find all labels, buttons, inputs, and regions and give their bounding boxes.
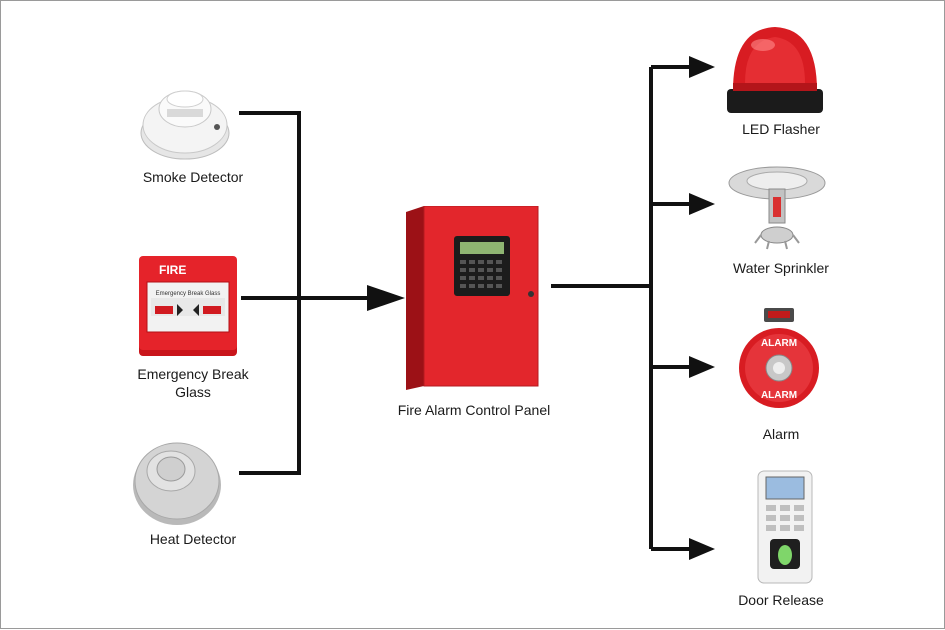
- heat-detector-label: Heat Detector: [149, 531, 237, 547]
- smoke-detector-icon: [140, 90, 230, 160]
- arrow-door-release: [689, 538, 715, 560]
- water-sprinkler-icon: [728, 166, 826, 250]
- fire-alarm-control-panel-icon: [406, 206, 539, 390]
- arrow-to-panel: [367, 285, 405, 311]
- water-sprinkler-label: Water Sprinkler: [733, 260, 829, 276]
- arrow-alarm: [689, 356, 715, 378]
- alarm-label: Alarm: [762, 426, 800, 442]
- break-glass-caption: Emergency Break Glass: [156, 291, 221, 297]
- control-panel-label: Fire Alarm Control Panel: [397, 402, 551, 418]
- wire-smoke-detector: [239, 111, 301, 475]
- arrow-water-sprinkler: [689, 193, 715, 215]
- break-glass-icon: FIRE Emergency Break Glass: [139, 256, 237, 356]
- alarm-bell-text-top: ALARM: [761, 338, 797, 349]
- led-flasher-label: LED Flasher: [742, 121, 820, 137]
- door-release-icon: [757, 470, 813, 584]
- alarm-bell-text-bottom: ALARM: [761, 390, 797, 401]
- alarm-bell-icon: ALARM ALARM: [739, 308, 819, 408]
- door-release-label: Door Release: [738, 592, 824, 608]
- break-glass-label: Emergency Break Glass: [137, 366, 249, 400]
- arrow-led-flasher: [689, 56, 715, 78]
- break-glass-title: FIRE: [159, 263, 186, 277]
- smoke-detector-label: Smoke Detector: [142, 169, 244, 185]
- led-flasher-icon: [727, 27, 823, 113]
- heat-detector-icon: [133, 442, 221, 525]
